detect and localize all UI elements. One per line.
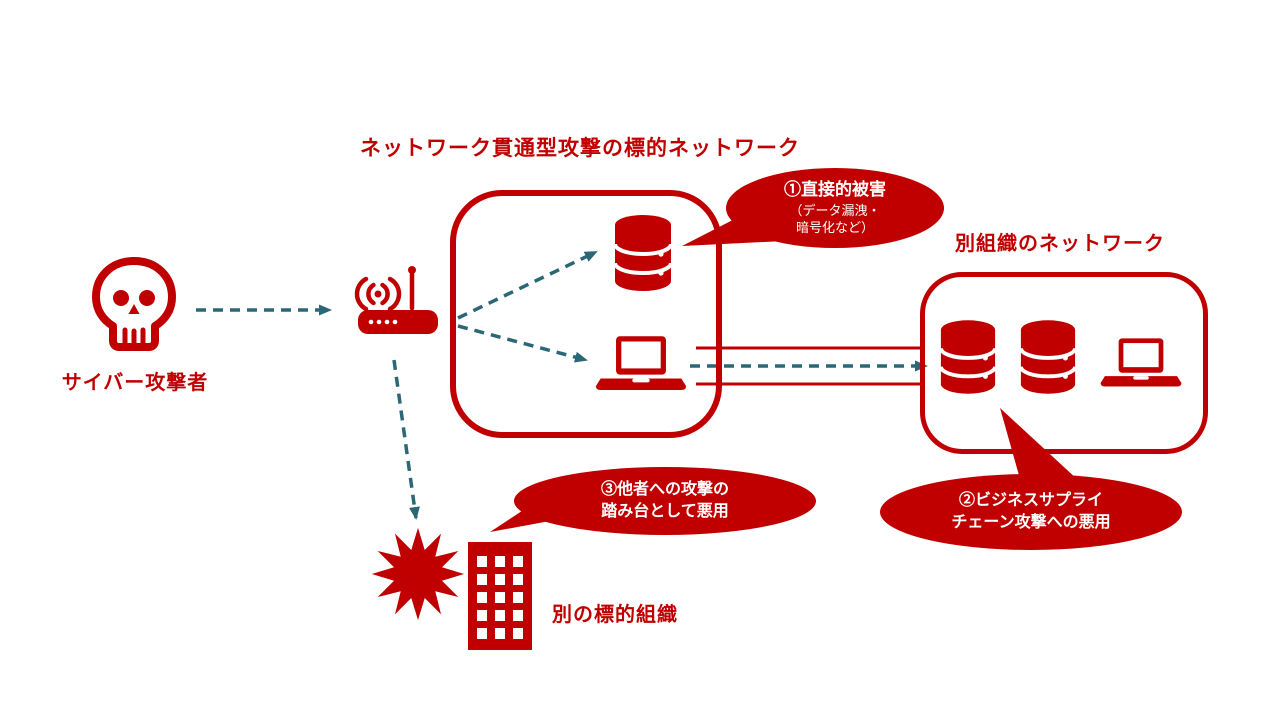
other-org-network-label: 別組織のネットワーク bbox=[955, 233, 1165, 255]
callout-supply-chain-line1: ②ビジネスサプライ bbox=[958, 492, 1103, 510]
laptop-icon bbox=[1098, 338, 1184, 392]
callout-direct-damage: ①直接的被害 （データ漏洩・ 暗号化など） bbox=[726, 168, 944, 248]
wifi-router-icon bbox=[352, 258, 444, 350]
callout-direct-damage-line2: （データ漏洩・ bbox=[789, 202, 881, 218]
other-target-org-label: 別の標的組織 bbox=[552, 604, 678, 626]
target-network-title: ネットワーク貫通型攻撃の標的ネットワーク bbox=[360, 137, 800, 160]
skull-icon bbox=[88, 255, 180, 355]
explosion-burst-icon bbox=[368, 526, 468, 622]
attacker-label: サイバー攻撃者 bbox=[61, 372, 209, 394]
callout-supply-chain: ②ビジネスサプライ チェーン攻撃への悪用 bbox=[880, 474, 1182, 550]
laptop-icon bbox=[593, 336, 689, 396]
callout-stepping-stone: ③他者への攻撃の 踏み台として悪用 bbox=[514, 467, 816, 535]
callout-stepping-stone-line2: 踏み台として悪用 bbox=[601, 503, 729, 520]
arrow-to-other-target bbox=[392, 359, 420, 520]
callout-direct-damage-line1: ①直接的被害 bbox=[784, 179, 886, 199]
database-icon bbox=[938, 318, 998, 396]
callout-direct-damage-line3: 暗号化など） bbox=[795, 220, 874, 236]
callout-stepping-stone-line1: ③他者への攻撃の bbox=[600, 481, 729, 499]
callout-supply-chain-line2: チェーン攻撃への悪用 bbox=[951, 514, 1111, 531]
target-network-box bbox=[450, 190, 722, 438]
database-icon bbox=[1018, 318, 1078, 396]
database-icon bbox=[612, 213, 674, 293]
office-building-icon bbox=[462, 532, 538, 650]
